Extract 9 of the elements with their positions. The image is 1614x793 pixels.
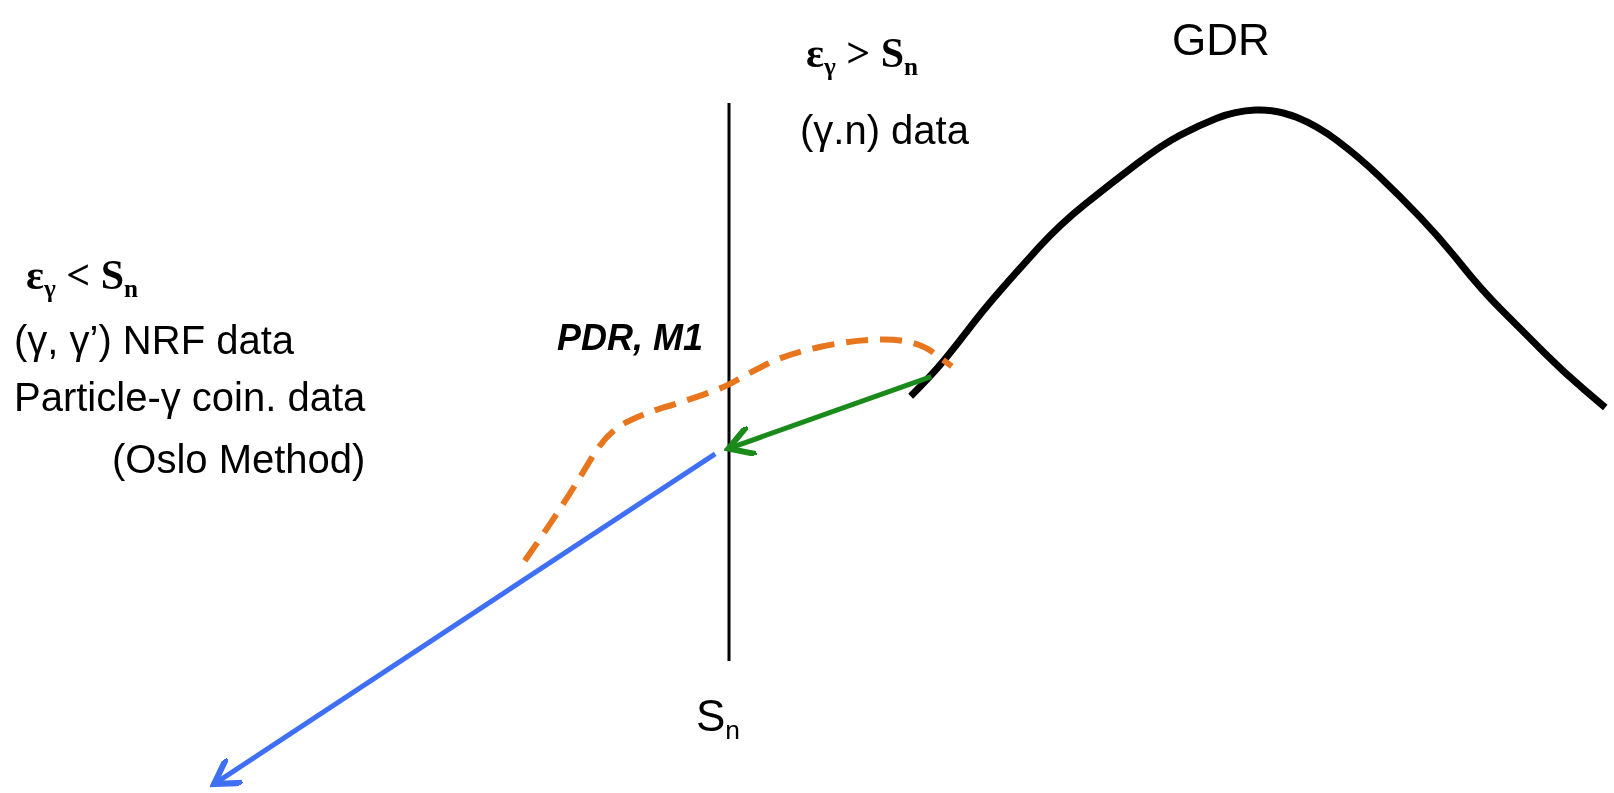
data-source-note: (Oslo Method) (112, 437, 366, 481)
data-source-note: (γ, γ’) NRF data (14, 318, 295, 362)
threshold-label: S$_{n}$ (696, 692, 741, 745)
peak-label: GDR (1172, 16, 1270, 65)
data-source-note: (γ.n) data (800, 108, 969, 152)
condition-label: ε$_{γ}$ < S$_{n}$ (26, 252, 139, 303)
condition-label: ε$_{γ}$ > S$_{n}$ (806, 30, 919, 81)
mode-label: PDR, M1 (557, 318, 704, 358)
data-source-note: Particle-γ coin. data (14, 375, 366, 419)
